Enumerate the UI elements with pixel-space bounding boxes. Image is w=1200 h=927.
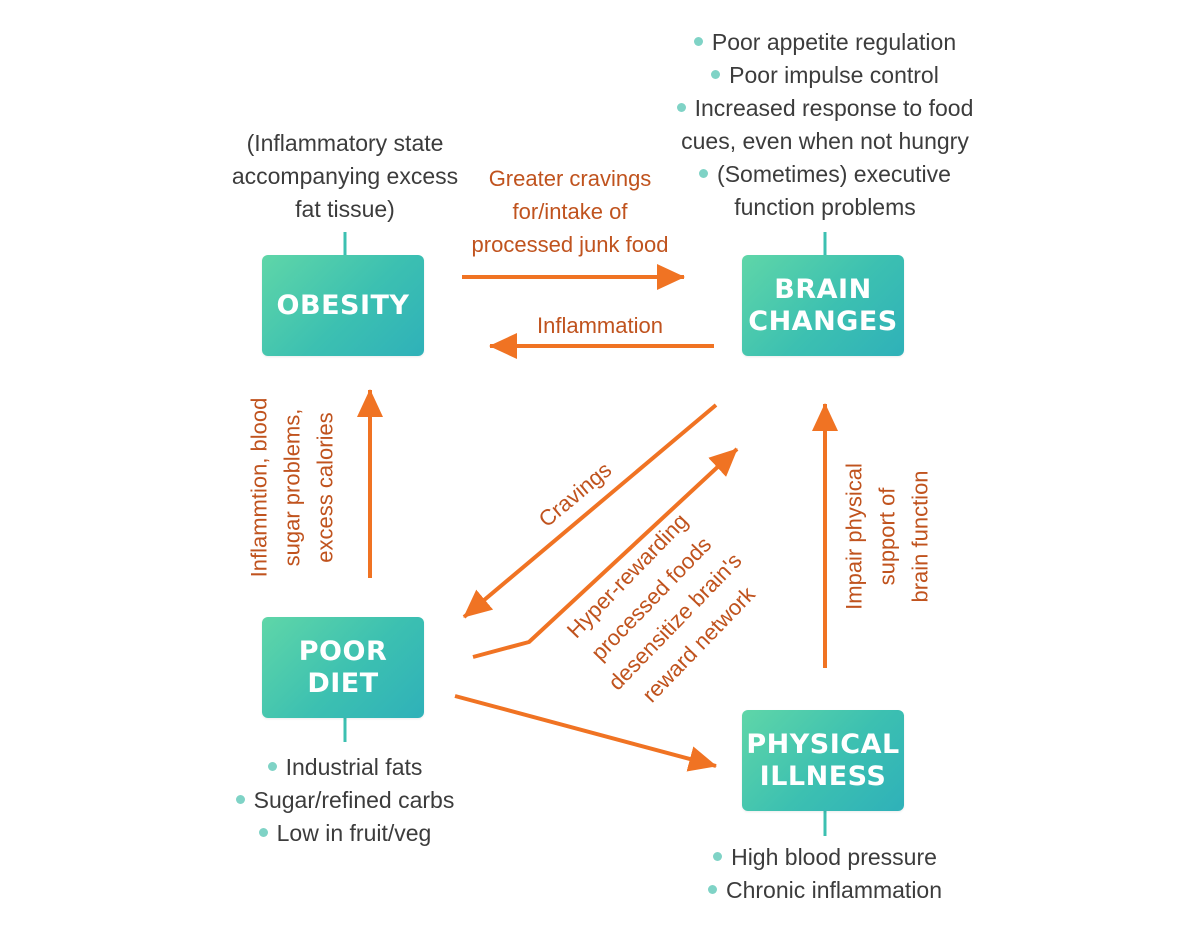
node-poor-diet-label: Poor Diet: [298, 635, 388, 699]
bullet-dot-icon: [267, 762, 277, 772]
brain-changes-notes: Poor appetite regulation Poor impulse co…: [625, 26, 1025, 224]
illness-bullet: Chronic inflammation: [640, 874, 1010, 907]
poor-diet-notes: Industrial fats Sugar/refined carbs Low …: [175, 751, 515, 850]
brain-bullet: (Sometimes) executive function problems: [625, 158, 1025, 224]
bullet-dot-icon: [713, 852, 723, 862]
label-inflammation: Inflammation: [537, 313, 663, 338]
bullet-dot-icon: [235, 795, 245, 805]
arrow-diet-to-illness: [454, 694, 717, 772]
brain-bullet: Poor appetite regulation: [625, 26, 1025, 59]
bullet-dot-icon: [699, 169, 709, 179]
arrow-brain-to-diet: [462, 403, 718, 619]
arrow-diet-to-brain: [472, 447, 739, 659]
node-physical-illness: Physical Illness: [742, 710, 904, 811]
brain-changes-bullet-list: Poor appetite regulation Poor impulse co…: [625, 26, 1025, 224]
node-physical-illness-label: Physical Illness: [746, 728, 900, 792]
bullet-dot-icon: [676, 103, 686, 113]
label-diet-to-obesity: Inflammtion, blood sugar problems, exces…: [246, 397, 338, 578]
bullet-dot-icon: [693, 37, 703, 47]
diet-bullet: Industrial fats: [175, 751, 515, 784]
bullet-dot-icon: [707, 885, 717, 895]
diet-bullet: Low in fruit/veg: [175, 817, 515, 850]
node-brain-changes: Brain Changes: [742, 255, 904, 356]
brain-bullet: Increased response to food cues, even wh…: [625, 92, 1025, 158]
label-greater-cravings: Greater cravings for/intake of processed…: [471, 166, 669, 257]
bullet-dot-icon: [258, 828, 268, 838]
physical-illness-bullet-list: High blood pressure Chronic inflammation: [640, 841, 1010, 907]
brain-bullet: Poor impulse control: [625, 59, 1025, 92]
node-obesity-label: Obesity: [276, 289, 410, 321]
illness-bullet: High blood pressure: [640, 841, 1010, 874]
node-obesity: Obesity: [262, 255, 424, 356]
label-impair-physical-support: Impair physical support of brain functio…: [841, 463, 933, 610]
diet-bullet: Sugar/refined carbs: [175, 784, 515, 817]
obesity-note: (Inflammatory state accompanying excess …: [231, 130, 459, 222]
physical-illness-notes: High blood pressure Chronic inflammation: [640, 841, 1010, 907]
node-brain-changes-label: Brain Changes: [748, 273, 898, 337]
poor-diet-bullet-list: Industrial fats Sugar/refined carbs Low …: [175, 751, 515, 850]
node-poor-diet: Poor Diet: [262, 617, 424, 718]
bullet-dot-icon: [711, 70, 721, 80]
